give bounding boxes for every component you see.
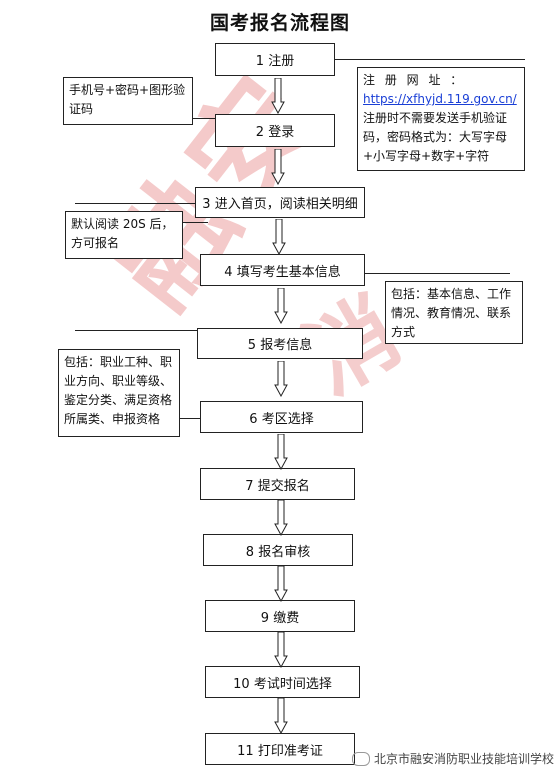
note-text: 包括：职业工种、职业方向、职业等级、鉴定分类、满足资格所属类、申报资格	[64, 355, 173, 426]
step-label: 7 提交报名	[245, 478, 310, 494]
down-arrow-icon	[274, 361, 288, 397]
step-read-homepage: 3 进入首页，阅读相关明细	[195, 187, 365, 218]
step-label: 8 报名审核	[245, 544, 311, 560]
note-text: 手机号+密码+图形验证码	[69, 83, 186, 116]
step-area-select: 6 考区选择	[200, 401, 363, 433]
connector-line	[193, 118, 215, 119]
step-label: 1 注册	[255, 54, 295, 69]
connector-line	[180, 418, 200, 419]
page-title: 国考报名流程图	[209, 12, 350, 34]
step-label: 3 进入首页，阅读相关明细	[202, 197, 358, 212]
step-label: 11 打印准考证	[237, 743, 323, 759]
footer-watermark: 北京市融安消防职业技能培训学校	[351, 750, 554, 767]
down-arrow-icon	[274, 500, 288, 536]
step-label: 5 报考信息	[247, 338, 313, 353]
register-url-link[interactable]: https://xfhyjd.119.gov.cn/	[363, 92, 517, 106]
down-arrow-icon	[274, 434, 288, 470]
wechat-icon	[351, 751, 370, 766]
step-label: 9 缴费	[260, 610, 300, 626]
note-phone-password: 手机号+密码+图形验证码	[63, 77, 193, 125]
note-register-url: 注 册 网 址 ： https://xfhyjd.119.gov.cn/ 注册时…	[357, 67, 525, 171]
step-exam-time: 10 考试时间选择	[205, 666, 360, 698]
connector-line	[75, 203, 195, 204]
note-apply-info: 包括：职业工种、职业方向、职业等级、鉴定分类、满足资格所属类、申报资格	[58, 349, 180, 437]
step-print-ticket: 11 打印准考证	[205, 733, 355, 765]
step-label: 2 登录	[255, 125, 295, 140]
down-arrow-icon	[274, 632, 288, 668]
note-read-20s: 默认阅读 20S 后，方可报名	[65, 211, 183, 259]
note-text: 包括：基本信息、工作情况、教育情况、联系方式	[391, 287, 512, 339]
step-label: 4 填写考生基本信息	[224, 264, 341, 280]
step-label: 6 考区选择	[249, 411, 314, 427]
down-arrow-icon	[274, 288, 288, 324]
connector-line	[182, 222, 208, 223]
step-submit: 7 提交报名	[200, 468, 355, 500]
down-arrow-icon	[272, 219, 286, 255]
connector-line	[335, 59, 525, 60]
down-arrow-icon	[271, 149, 285, 185]
step-basic-info: 4 填写考生基本信息	[200, 254, 365, 286]
note-text: 注册时不需要发送手机验证码，密码格式为：大写字母+小写字母+数字+字符	[363, 111, 508, 163]
step-label: 10 考试时间选择	[233, 676, 332, 692]
down-arrow-icon	[274, 698, 288, 734]
footer-text: 北京市融安消防职业技能培训学校	[373, 752, 554, 766]
step-payment: 9 缴费	[205, 600, 355, 632]
note-basic-info: 包括：基本信息、工作情况、教育情况、联系方式	[385, 281, 523, 344]
down-arrow-icon	[271, 78, 285, 114]
step-register: 1 注册	[215, 43, 335, 76]
note-text: 默认阅读 20S 后，方可报名	[71, 217, 174, 250]
note-url-label: 注 册 网 址 ：	[363, 73, 466, 87]
step-review: 8 报名审核	[203, 534, 353, 566]
step-apply-info: 5 报考信息	[197, 328, 363, 359]
connector-line	[75, 330, 197, 331]
connector-line	[365, 273, 510, 274]
down-arrow-icon	[274, 566, 288, 602]
step-login: 2 登录	[215, 114, 335, 147]
